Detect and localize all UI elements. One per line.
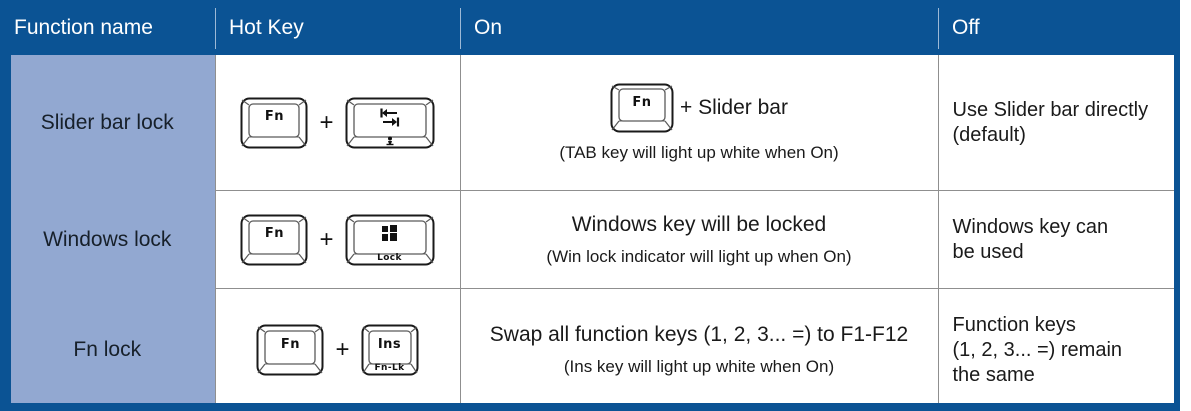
on-main-content: Fn + Slider bar — [471, 83, 928, 133]
table-left-border — [0, 55, 11, 403]
keycap-fn: Fn — [256, 324, 324, 376]
hotkey-combo: Fn + Ins Fn-Lk — [216, 324, 460, 376]
on-note: (Win lock indicator will light up when O… — [546, 246, 852, 266]
hotkey-combo: Fn + — [216, 214, 460, 266]
table-row: Windows lock Fn + — [0, 189, 1180, 289]
tab-arrows-icon — [379, 108, 399, 126]
on-note: (TAB key will light up white when On) — [559, 142, 839, 162]
cell-off: Use Slider bar directly (default) — [937, 55, 1180, 191]
cell-function-name: Slider bar lock — [0, 55, 215, 191]
plus-separator: + — [319, 225, 334, 253]
plus-separator: + — [335, 336, 350, 364]
keycap-fn: Fn — [240, 214, 308, 266]
cell-off: Function keys (1, 2, 3... =) remain the … — [937, 288, 1180, 411]
on-main-text: + Slider bar — [680, 95, 788, 119]
table-header-row: Function name Hot Key On Off — [0, 0, 1180, 55]
on-note: (Ins key will light up white when On) — [563, 357, 835, 377]
header-off: Off — [938, 0, 1180, 55]
cell-function-name: Windows lock — [0, 190, 215, 289]
cell-hot-key: Fn + Ins Fn-Lk — [214, 288, 460, 411]
cell-hot-key: Fn + — [214, 55, 460, 191]
keycap-fn: Fn — [610, 83, 674, 133]
on-main-content: Windows key will be locked — [471, 213, 928, 237]
table-right-border — [1174, 55, 1180, 411]
plus-separator: + — [319, 108, 334, 136]
table-row: Slider bar lock Fn + — [0, 55, 1180, 191]
table-header: Function name Hot Key On Off — [0, 0, 1180, 55]
header-on: On — [460, 0, 938, 55]
keycap-ins-fnlk: Ins Fn-Lk — [361, 324, 419, 376]
on-main-text: Swap all function keys (1, 2, 3... =) to… — [489, 323, 909, 347]
table-bottom-border — [0, 403, 1180, 411]
off-text-line: (1, 2, 3... =) remain — [952, 338, 1123, 361]
keycap-windows-lock: Lock — [345, 214, 435, 266]
cell-off: Windows key can be used — [937, 189, 1180, 289]
off-text-line: the same — [952, 363, 1035, 386]
cell-on: Windows key will be locked (Win lock ind… — [459, 189, 938, 289]
table-body: Slider bar lock Fn + — [0, 55, 1180, 411]
slider-marker-icon — [386, 136, 393, 145]
off-text-line: Function keys — [952, 313, 1076, 336]
keycap-tab — [345, 97, 435, 149]
off-text-line: Use Slider bar directly — [952, 98, 1149, 121]
header-hot-key: Hot Key — [215, 0, 460, 55]
off-text-line: Windows key can — [952, 215, 1109, 238]
cell-on: Fn + Slider bar (TAB key will light up w… — [459, 55, 938, 191]
header-function-name: Function name — [0, 0, 215, 55]
cell-on: Swap all function keys (1, 2, 3... =) to… — [459, 288, 938, 411]
on-main-content: Swap all function keys (1, 2, 3... =) to… — [471, 323, 928, 347]
cell-hot-key: Fn + — [214, 189, 460, 289]
hotkey-combo: Fn + — [216, 97, 460, 149]
on-main-text: Windows key will be locked — [571, 212, 827, 236]
off-text-line: be used — [952, 240, 1024, 263]
off-text-line: (default) — [952, 123, 1026, 146]
cell-function-name: Fn lock — [0, 288, 215, 411]
keycap-fn: Fn — [240, 97, 308, 149]
table-row: Fn lock Fn + — [0, 288, 1180, 411]
